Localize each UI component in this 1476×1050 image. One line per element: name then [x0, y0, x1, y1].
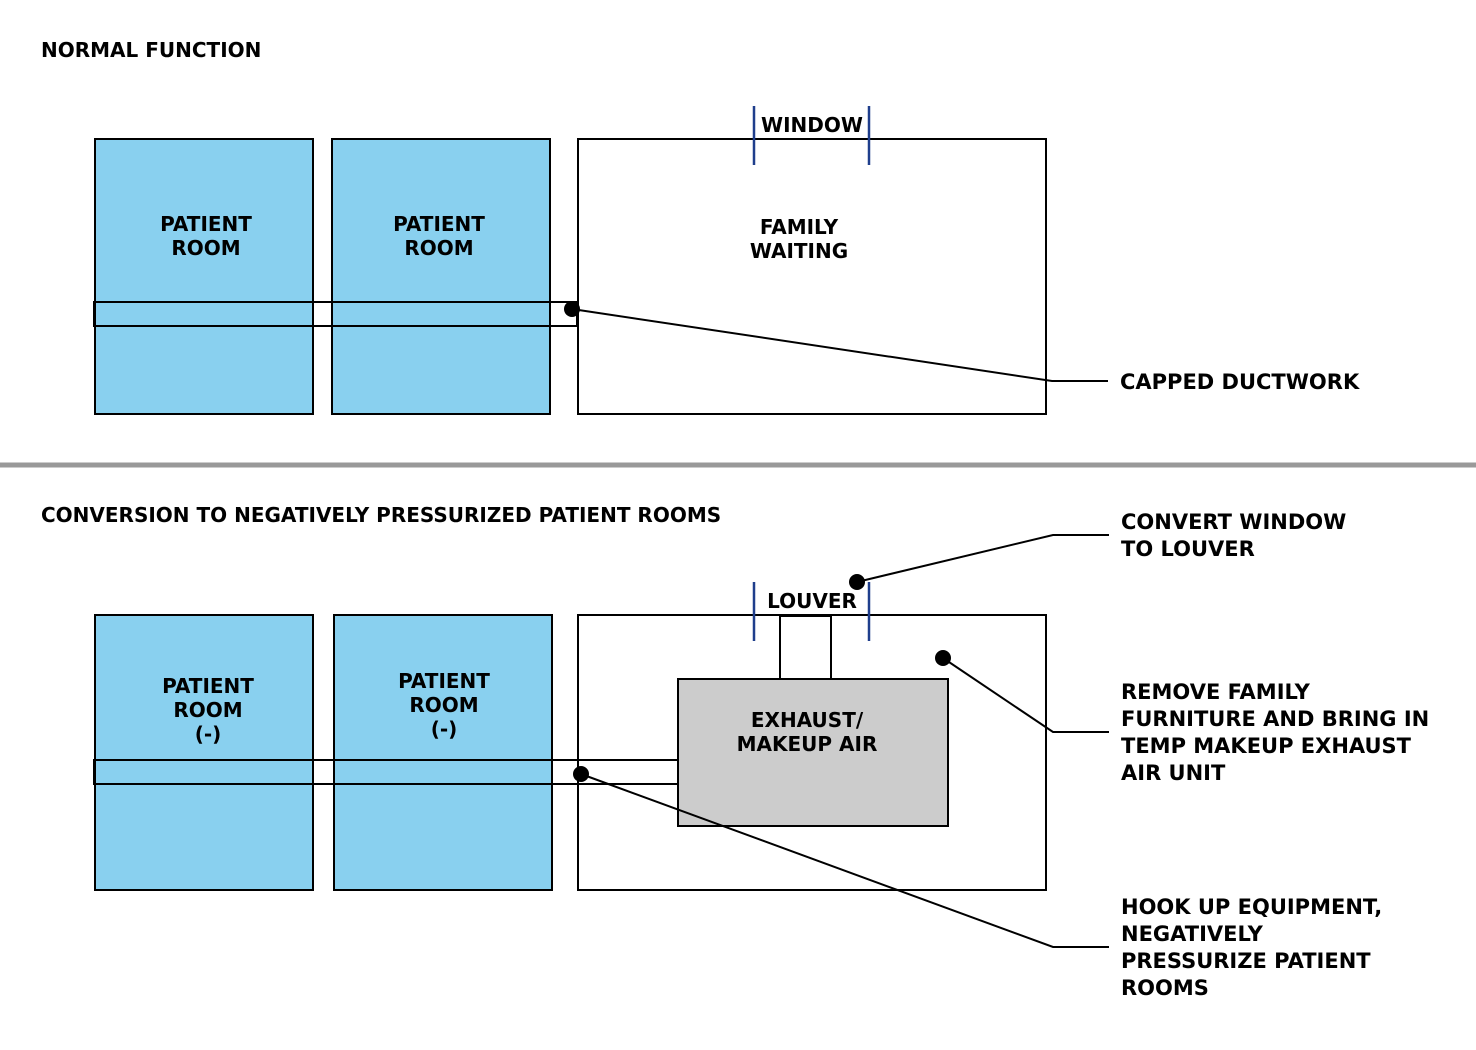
hookup-callout-line-3: PRESSURIZE PATIENT — [1121, 949, 1371, 973]
top-room-2-label-line-1: PATIENT — [393, 212, 485, 236]
unit-label-line-2: MAKEUP AIR — [737, 732, 878, 756]
louver-connection-duct — [779, 615, 832, 680]
window-label: WINDOW — [761, 113, 863, 137]
furniture-callout-line-2: FURNITURE AND BRING IN — [1121, 707, 1429, 731]
unit-label-line-1: EXHAUST/ — [751, 708, 864, 732]
top-patient-room-2 — [331, 138, 551, 415]
bottom-room-2-label-line-3: (-) — [431, 717, 458, 741]
conversion-heading: CONVERSION TO NEGATIVELY PRESSURIZED PAT… — [41, 503, 721, 527]
furniture-callout-line-4: AIR UNIT — [1121, 761, 1226, 785]
normal-function-heading: NORMAL FUNCTION — [41, 38, 261, 62]
furniture-callout-line-3: TEMP MAKEUP EXHAUST — [1121, 734, 1412, 758]
capped-ductwork-callout: CAPPED DUCTWORK — [1120, 370, 1360, 394]
louver-label: LOUVER — [767, 589, 857, 613]
bottom-room-2-label-line-1: PATIENT — [398, 669, 490, 693]
top-duct-leader-line — [571, 308, 1108, 382]
bottom-patient-room-2 — [333, 614, 553, 891]
bottom-room-2-label-line-2: ROOM — [409, 693, 478, 717]
waiting-label-line-2: WAITING — [750, 239, 848, 263]
waiting-label-line-1: FAMILY — [760, 215, 839, 239]
louver-callout-line-1: CONVERT WINDOW — [1121, 510, 1346, 534]
bottom-room-1-label-line-1: PATIENT — [162, 674, 254, 698]
bottom-patient-room-1 — [94, 614, 314, 891]
bottom-room-1-label-line-2: ROOM — [173, 698, 242, 722]
top-room-1-label-line-2: ROOM — [171, 236, 240, 260]
exhaust-makeup-air-unit — [677, 678, 949, 827]
bottom-room-1-label-line-3: (-) — [195, 722, 222, 746]
top-room-1-label-line-1: PATIENT — [160, 212, 252, 236]
connected-ductwork — [93, 759, 679, 785]
top-family-waiting-room — [577, 138, 1047, 415]
top-patient-room-1 — [94, 138, 314, 415]
hookup-leader-line — [580, 773, 1109, 948]
hookup-callout-line-1: HOOK UP EQUIPMENT, — [1121, 895, 1382, 919]
hookup-callout-line-4: ROOMS — [1121, 976, 1209, 1000]
top-room-2-label-line-2: ROOM — [404, 236, 473, 260]
louver-callout-line-2: TO LOUVER — [1121, 537, 1255, 561]
louver-leader-line — [856, 534, 1109, 583]
furniture-leader-line — [942, 657, 1109, 733]
furniture-callout-line-1: REMOVE FAMILY — [1121, 680, 1311, 704]
hookup-callout-line-2: NEGATIVELY — [1121, 922, 1264, 946]
